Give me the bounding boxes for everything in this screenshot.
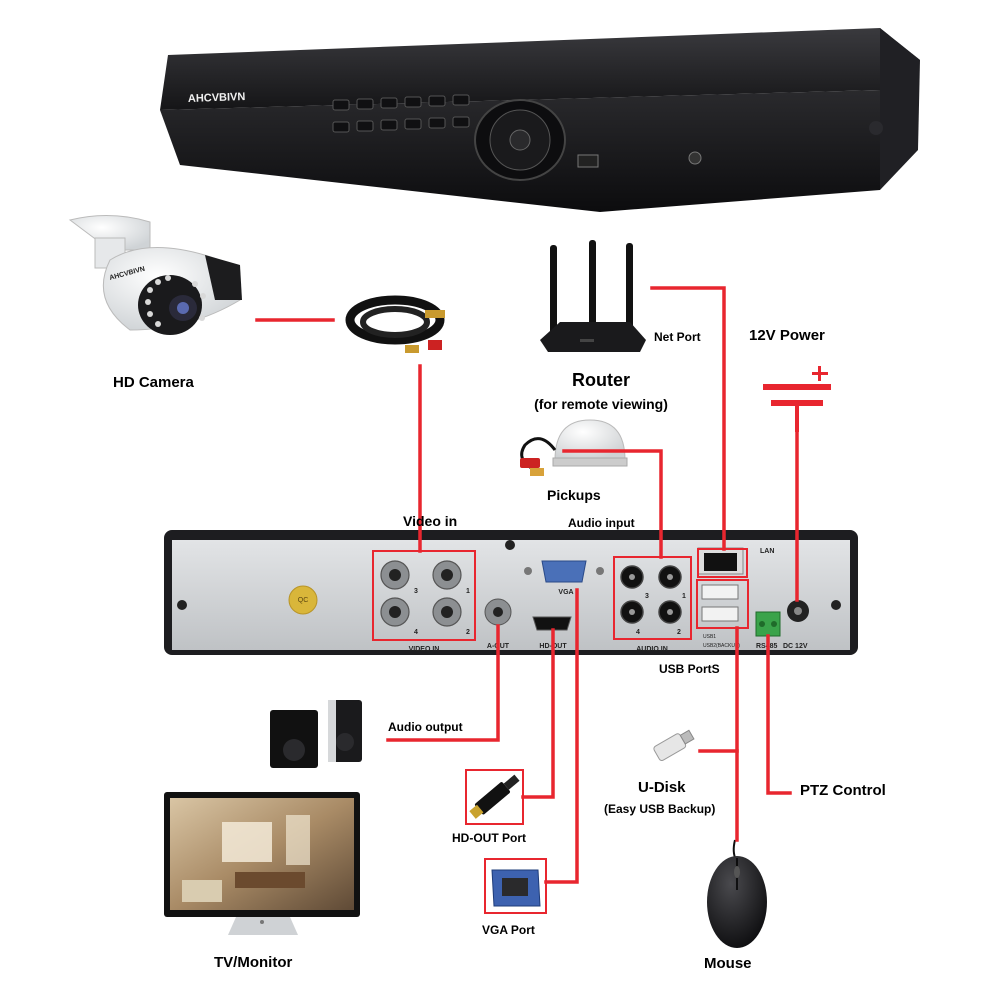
- video-in-panel-text: VIDEO IN: [409, 646, 440, 653]
- video-port-num-4: 4: [414, 629, 418, 636]
- video-in-label: Video in: [403, 513, 458, 529]
- audio-port-num-1: 1: [682, 593, 686, 600]
- bnc-cable-image: [345, 295, 445, 353]
- audio-port-num-4: 4: [636, 629, 640, 636]
- red-wires: [255, 286, 799, 884]
- pickups-label: Pickups: [547, 487, 601, 503]
- dvr-front: AHCVBIVN: [160, 28, 920, 212]
- video-port-num-2: 2: [466, 629, 470, 636]
- mouse-label: Mouse: [704, 955, 752, 972]
- audio-port-num-3: 3: [645, 593, 649, 600]
- router-label: Router: [572, 370, 630, 390]
- vga-connector-image: [484, 858, 547, 914]
- mouse-image: [707, 839, 767, 948]
- usb1-panel-text: USB1: [703, 634, 716, 640]
- power-symbol: [763, 366, 831, 432]
- udisk-label: U-Disk: [638, 779, 686, 796]
- hd-camera-label: HD Camera: [113, 374, 194, 391]
- audio-in-panel-text: AUDIO IN: [636, 646, 668, 653]
- ptz-control-label: PTZ Control: [800, 782, 886, 799]
- qc-sticker-text: QC: [298, 597, 309, 604]
- video-port-num-1: 1: [466, 588, 470, 595]
- dvr-rear-panel: QC VIDEO IN 3 1 4 2 A-OUT VGA HD-OUT: [164, 530, 858, 655]
- tv-monitor-label: TV/Monitor: [214, 954, 293, 971]
- power-label: 12V Power: [749, 327, 825, 344]
- audio-input-label: Audio input: [568, 516, 635, 530]
- audio-output-label: Audio output: [388, 720, 463, 734]
- usb2-panel-text: USB2(BACKUP): [703, 643, 740, 649]
- router-image: [540, 240, 646, 352]
- vga-port-label: VGA Port: [482, 923, 535, 937]
- lan-panel-text: LAN: [760, 548, 774, 555]
- hdmi-connector-image: [465, 769, 524, 825]
- dvr-brand-text: AHCVBIVN: [188, 91, 246, 105]
- video-port-num-3: 3: [414, 588, 418, 595]
- tv-monitor-image: [164, 792, 360, 935]
- speakers-image: [270, 700, 362, 768]
- usb-ports-label: USB PortS: [659, 662, 720, 676]
- net-port-label: Net Port: [654, 330, 701, 344]
- udisk-sub-label: (Easy USB Backup): [604, 802, 716, 816]
- dc12v-panel-text: DC 12V: [783, 643, 808, 650]
- udisk-image: [653, 729, 695, 761]
- router-sub-label: (for remote viewing): [534, 396, 668, 412]
- hd-camera-image: AHCVBIVN: [68, 215, 242, 335]
- hd-out-port-label: HD-OUT Port: [452, 831, 526, 845]
- audio-port-num-2: 2: [677, 629, 681, 636]
- vga-panel-text: VGA: [558, 589, 573, 596]
- pickup-image: [520, 419, 628, 476]
